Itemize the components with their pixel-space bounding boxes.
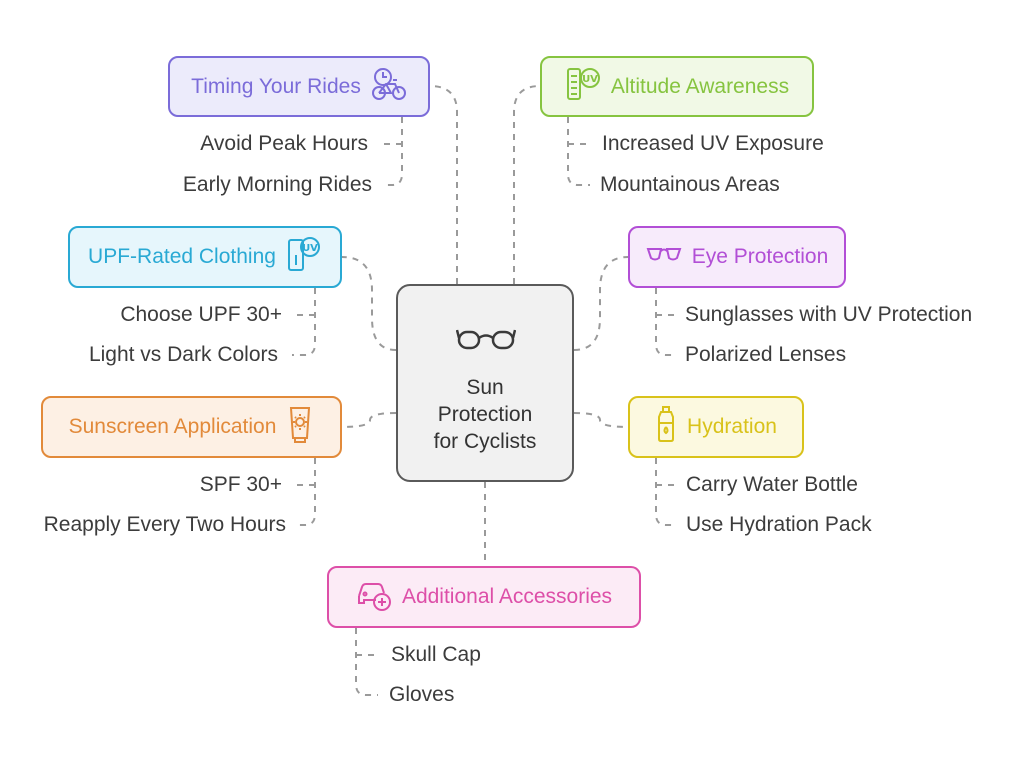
sub-light-vs-dark-colors: Light vs Dark Colors [88, 343, 278, 366]
uv-meter-icon: UV [565, 66, 601, 108]
svg-text:UV: UV [582, 74, 598, 85]
sub-sunglasses-with-uv-protection: Sunglasses with UV Protection [685, 303, 973, 326]
sub-spf-30: SPF 30+ [199, 473, 282, 496]
connector-upf [341, 256, 397, 351]
node-hydration: Hydration [628, 396, 804, 458]
center-line-3: for Cyclists [433, 430, 537, 453]
water-bottle-icon [655, 405, 677, 449]
sub-mountainous-areas: Mountainous Areas [600, 173, 780, 196]
connector-timing [429, 85, 458, 284]
sub-avoid-peak-hours: Avoid Peak Hours [200, 132, 368, 155]
node-title: Additional Accessories [401, 585, 613, 608]
node-title: Altitude Awareness [610, 74, 790, 98]
node-altitude-awareness: UV Altitude Awareness [540, 56, 814, 117]
sub-increased-uv-exposure: Increased UV Exposure [602, 132, 824, 155]
clock-bike-icon [371, 67, 407, 107]
connector-eye [573, 256, 629, 351]
sub-early-morning-rides: Early Morning Rides [182, 173, 372, 196]
node-eye-protection: Eye Protection [628, 226, 846, 288]
sunglasses-icon [646, 243, 682, 271]
connector-sunscreen [341, 412, 397, 428]
sunscreen-tube-icon [286, 405, 314, 449]
node-title: Sunscreen Application [68, 415, 277, 438]
node-sunscreen-application: Sunscreen Application [41, 396, 342, 458]
connector-altitude [513, 85, 541, 284]
node-upf-rated-clothing: UPF-Rated Clothing UV [68, 226, 342, 288]
sub-skull-cap: Skull Cap [391, 643, 481, 666]
node-title: Timing Your Rides [191, 74, 361, 98]
sub-polarized-lenses: Polarized Lenses [685, 343, 847, 366]
node-additional-accessories: Additional Accessories [327, 566, 641, 628]
sub-gloves: Gloves [389, 683, 455, 706]
car-plus-icon [356, 576, 392, 618]
glasses-icon [455, 326, 517, 357]
uv-tag-icon: UV [286, 235, 322, 279]
center-line-2: Protection [437, 403, 533, 426]
sub-carry-water-bottle: Carry Water Bottle [686, 473, 858, 496]
center-node: Sun Protection for Cyclists [396, 284, 574, 482]
connector-hydration [573, 412, 629, 428]
node-title: Eye Protection [691, 245, 829, 268]
sub-use-hydration-pack: Use Hydration Pack [686, 513, 872, 536]
sub-choose-upf-30: Choose UPF 30+ [120, 303, 282, 326]
center-line-1: Sun [466, 376, 504, 399]
node-title: Hydration [687, 415, 777, 438]
center-label: Sun Protection for Cyclists [398, 374, 572, 455]
sub-reapply-every-two-hours: Reapply Every Two Hours [43, 513, 286, 536]
svg-text:UV: UV [302, 243, 318, 254]
node-timing-your-rides: Timing Your Rides [168, 56, 430, 117]
node-title: UPF-Rated Clothing [88, 245, 276, 268]
